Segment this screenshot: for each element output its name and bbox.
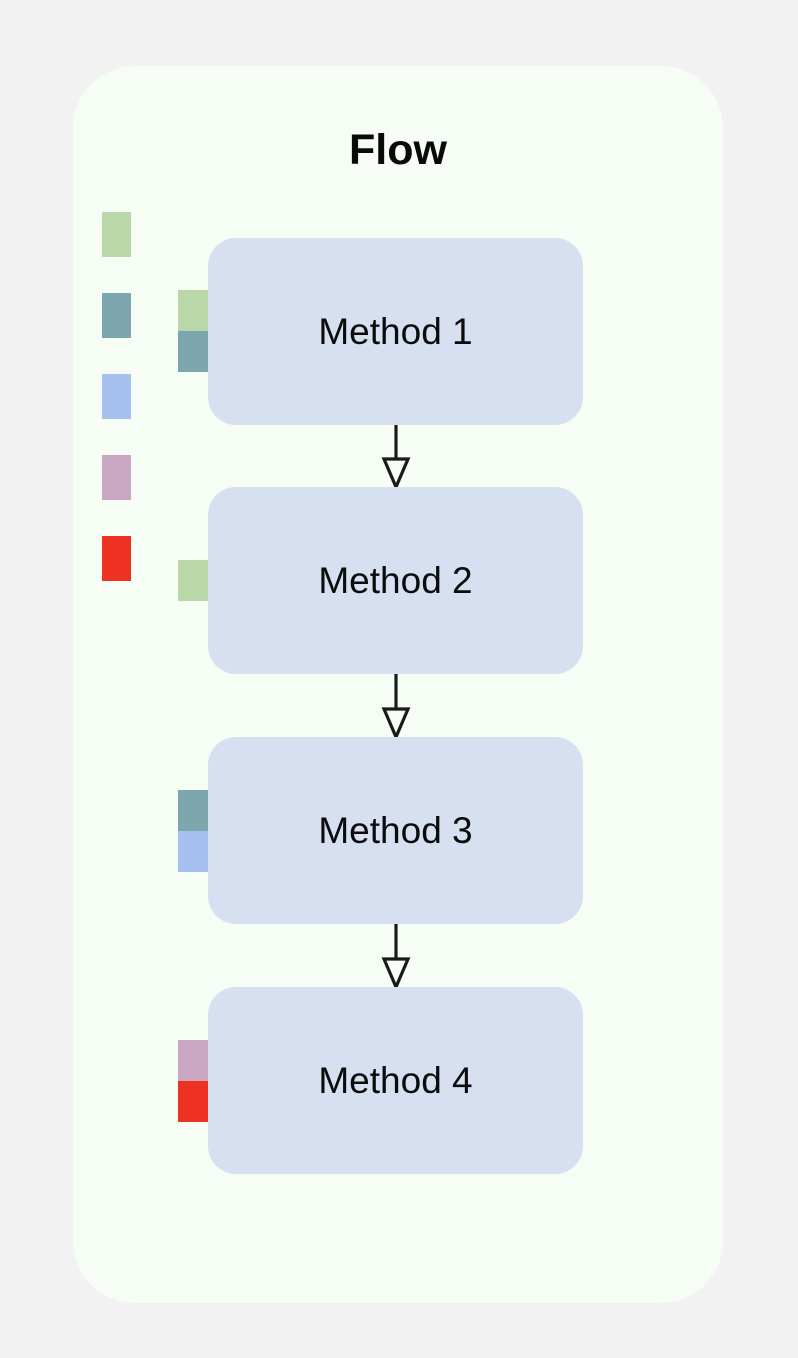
method-4-stripe-pink-0 xyxy=(178,1040,208,1081)
arrow-method-1-to-method-2 xyxy=(381,425,411,487)
node-method-1[interactable]: Method 1 xyxy=(208,238,583,425)
method-1-stripe-green-0 xyxy=(178,290,208,331)
legend-swatch-pink xyxy=(102,455,131,500)
node-label-method-3: Method 3 xyxy=(318,809,473,851)
legend-swatch-teal xyxy=(102,293,131,338)
method-2-stripe-green-0 xyxy=(178,560,208,601)
arrow-method-2-to-method-3 xyxy=(381,674,411,737)
method-4-stripe-red-1 xyxy=(178,1081,208,1122)
arrow-method-3-to-method-4 xyxy=(381,924,411,987)
legend-swatch-blue xyxy=(102,374,131,419)
legend-swatch-green xyxy=(102,212,131,257)
node-label-method-4: Method 4 xyxy=(318,1059,473,1101)
method-3-stripe-blue-1 xyxy=(178,831,208,872)
method-3-stripe-teal-0 xyxy=(178,790,208,831)
node-label-method-2: Method 2 xyxy=(318,559,473,601)
node-method-3[interactable]: Method 3 xyxy=(208,737,583,924)
node-label-method-1: Method 1 xyxy=(318,310,473,352)
node-method-4[interactable]: Method 4 xyxy=(208,987,583,1174)
method-1-stripe-teal-1 xyxy=(178,331,208,372)
legend-swatch-red xyxy=(102,536,131,581)
page-title: Flow xyxy=(349,126,447,174)
node-method-2[interactable]: Method 2 xyxy=(208,487,583,674)
